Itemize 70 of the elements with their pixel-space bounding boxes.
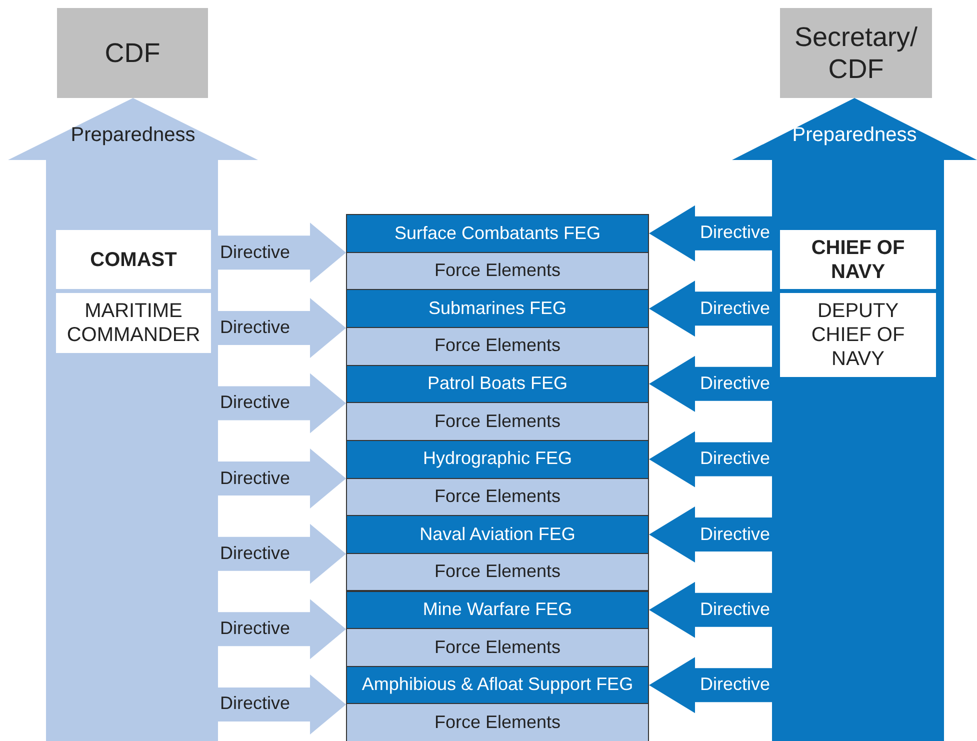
- group-row: [346, 252, 649, 290]
- edge-label: Directive: [700, 372, 770, 394]
- role-box: [56, 293, 211, 353]
- edge-label: Directive: [220, 542, 290, 564]
- block-arrow: [218, 298, 346, 358]
- block-arrow: [218, 524, 346, 584]
- group-row: [346, 552, 649, 592]
- block-arrow: [218, 373, 346, 434]
- block-arrow: [649, 356, 772, 412]
- edge-label: Directive: [700, 524, 770, 544]
- group-row: [346, 478, 649, 516]
- box-label: COMAST: [89, 248, 178, 272]
- block-arrow: [218, 674, 346, 734]
- title-box: [57, 8, 208, 98]
- block-arrow: [218, 448, 346, 509]
- box-label: CDF: [104, 36, 162, 70]
- role-box: [780, 230, 936, 289]
- group-row: [346, 364, 649, 404]
- role-box: [56, 230, 211, 289]
- block-arrow: [649, 582, 772, 638]
- edge-label: Directive: [700, 222, 770, 244]
- box-label: Force Elements: [433, 260, 562, 282]
- edge-label: Directive: [700, 448, 770, 470]
- edge-label: Directive: [220, 693, 290, 714]
- block-arrow: [649, 280, 772, 337]
- box-label: Force Elements: [433, 335, 562, 358]
- edge-label: Directive: [700, 298, 770, 319]
- arrow-label: Preparedness: [791, 124, 918, 147]
- box-label: Force Elements: [433, 561, 562, 583]
- box-label: Naval Aviation FEG: [418, 524, 576, 546]
- title-box: [780, 8, 932, 98]
- group-row: [346, 515, 649, 554]
- box-label: Patrol Boats FEG: [426, 373, 569, 395]
- box-label: Submarines FEG: [427, 298, 568, 320]
- box-label: Surface Combatants FEG: [393, 222, 602, 244]
- edge-label: Directive: [220, 242, 290, 263]
- edge-label: Directive: [700, 674, 770, 696]
- edge-label: Directive: [220, 392, 290, 414]
- block-arrow: [649, 506, 772, 562]
- block-arrow: [218, 599, 346, 660]
- group-row: [346, 289, 649, 328]
- box-label: Force Elements: [433, 410, 562, 432]
- arrow-label: Preparedness: [70, 124, 196, 147]
- group-row: [346, 590, 649, 630]
- block-arrow: [649, 205, 772, 262]
- edge-label: Directive: [220, 618, 290, 640]
- block-arrow: [649, 657, 772, 714]
- group-row: [346, 214, 649, 253]
- edge-label: Directive: [220, 468, 290, 489]
- box-label: MARITIME COMMANDER: [66, 299, 202, 347]
- block-arrow: [649, 431, 772, 488]
- box-label: DEPUTY CHIEF OF NAVY: [810, 299, 906, 371]
- group-row: [346, 703, 649, 741]
- role-box: [780, 293, 936, 377]
- box-label: Force Elements: [433, 712, 562, 734]
- edge-label: Directive: [220, 316, 290, 338]
- box-label: Secretary/ CDF: [793, 20, 919, 86]
- block-arrow: [218, 222, 346, 283]
- box-label: Amphibious & Afloat Support FEG: [360, 674, 634, 696]
- box-label: Mine Warfare FEG: [422, 599, 574, 621]
- box-label: Force Elements: [433, 636, 562, 658]
- group-row: [346, 628, 649, 667]
- group-row: [346, 440, 649, 479]
- group-row: [346, 326, 649, 366]
- box-label: Force Elements: [433, 486, 562, 508]
- group-row: [346, 666, 649, 704]
- group-row: [346, 402, 649, 441]
- box-label: CHIEF OF NAVY: [810, 236, 906, 284]
- box-label: Hydrographic FEG: [422, 448, 574, 470]
- edge-label: Directive: [700, 598, 770, 620]
